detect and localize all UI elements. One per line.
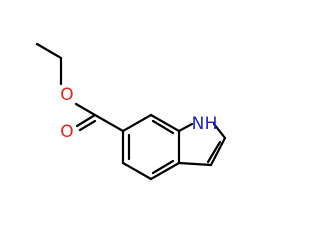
bond-c3a-c4-inner: [151, 159, 175, 175]
bond-c4-c5: [121, 161, 153, 181]
indole-nh-hydrogen-label: H: [205, 114, 218, 134]
bond-c2-c3-inner: [206, 140, 222, 164]
skeletal-structure: O O N H: [35, 42, 227, 181]
bond-o-carbonyl: [74, 102, 97, 117]
bond-c3-c3a: [177, 161, 213, 167]
carbonyl-oxygen-label: O: [60, 122, 73, 142]
ester-oxygen-label: O: [60, 85, 73, 105]
bond-carbonyl-ring: [93, 113, 125, 133]
bond-carbonyl-double-outer: [75, 113, 97, 128]
indole-nitrogen-label: N: [192, 114, 205, 134]
bond-c6-c7: [121, 113, 153, 133]
bond-carbonyl-double-inner: [78, 119, 97, 132]
bond-n1-c2: [212, 122, 227, 140]
bond-c3a-c4: [149, 161, 181, 181]
bond-c2-c3: [209, 136, 227, 167]
bond-ch3-ch2: [35, 42, 63, 60]
bond-c7-c7a-inner: [151, 119, 175, 135]
bond-c7-c7a: [149, 113, 181, 133]
bond-c7a-n1: [177, 122, 194, 133]
